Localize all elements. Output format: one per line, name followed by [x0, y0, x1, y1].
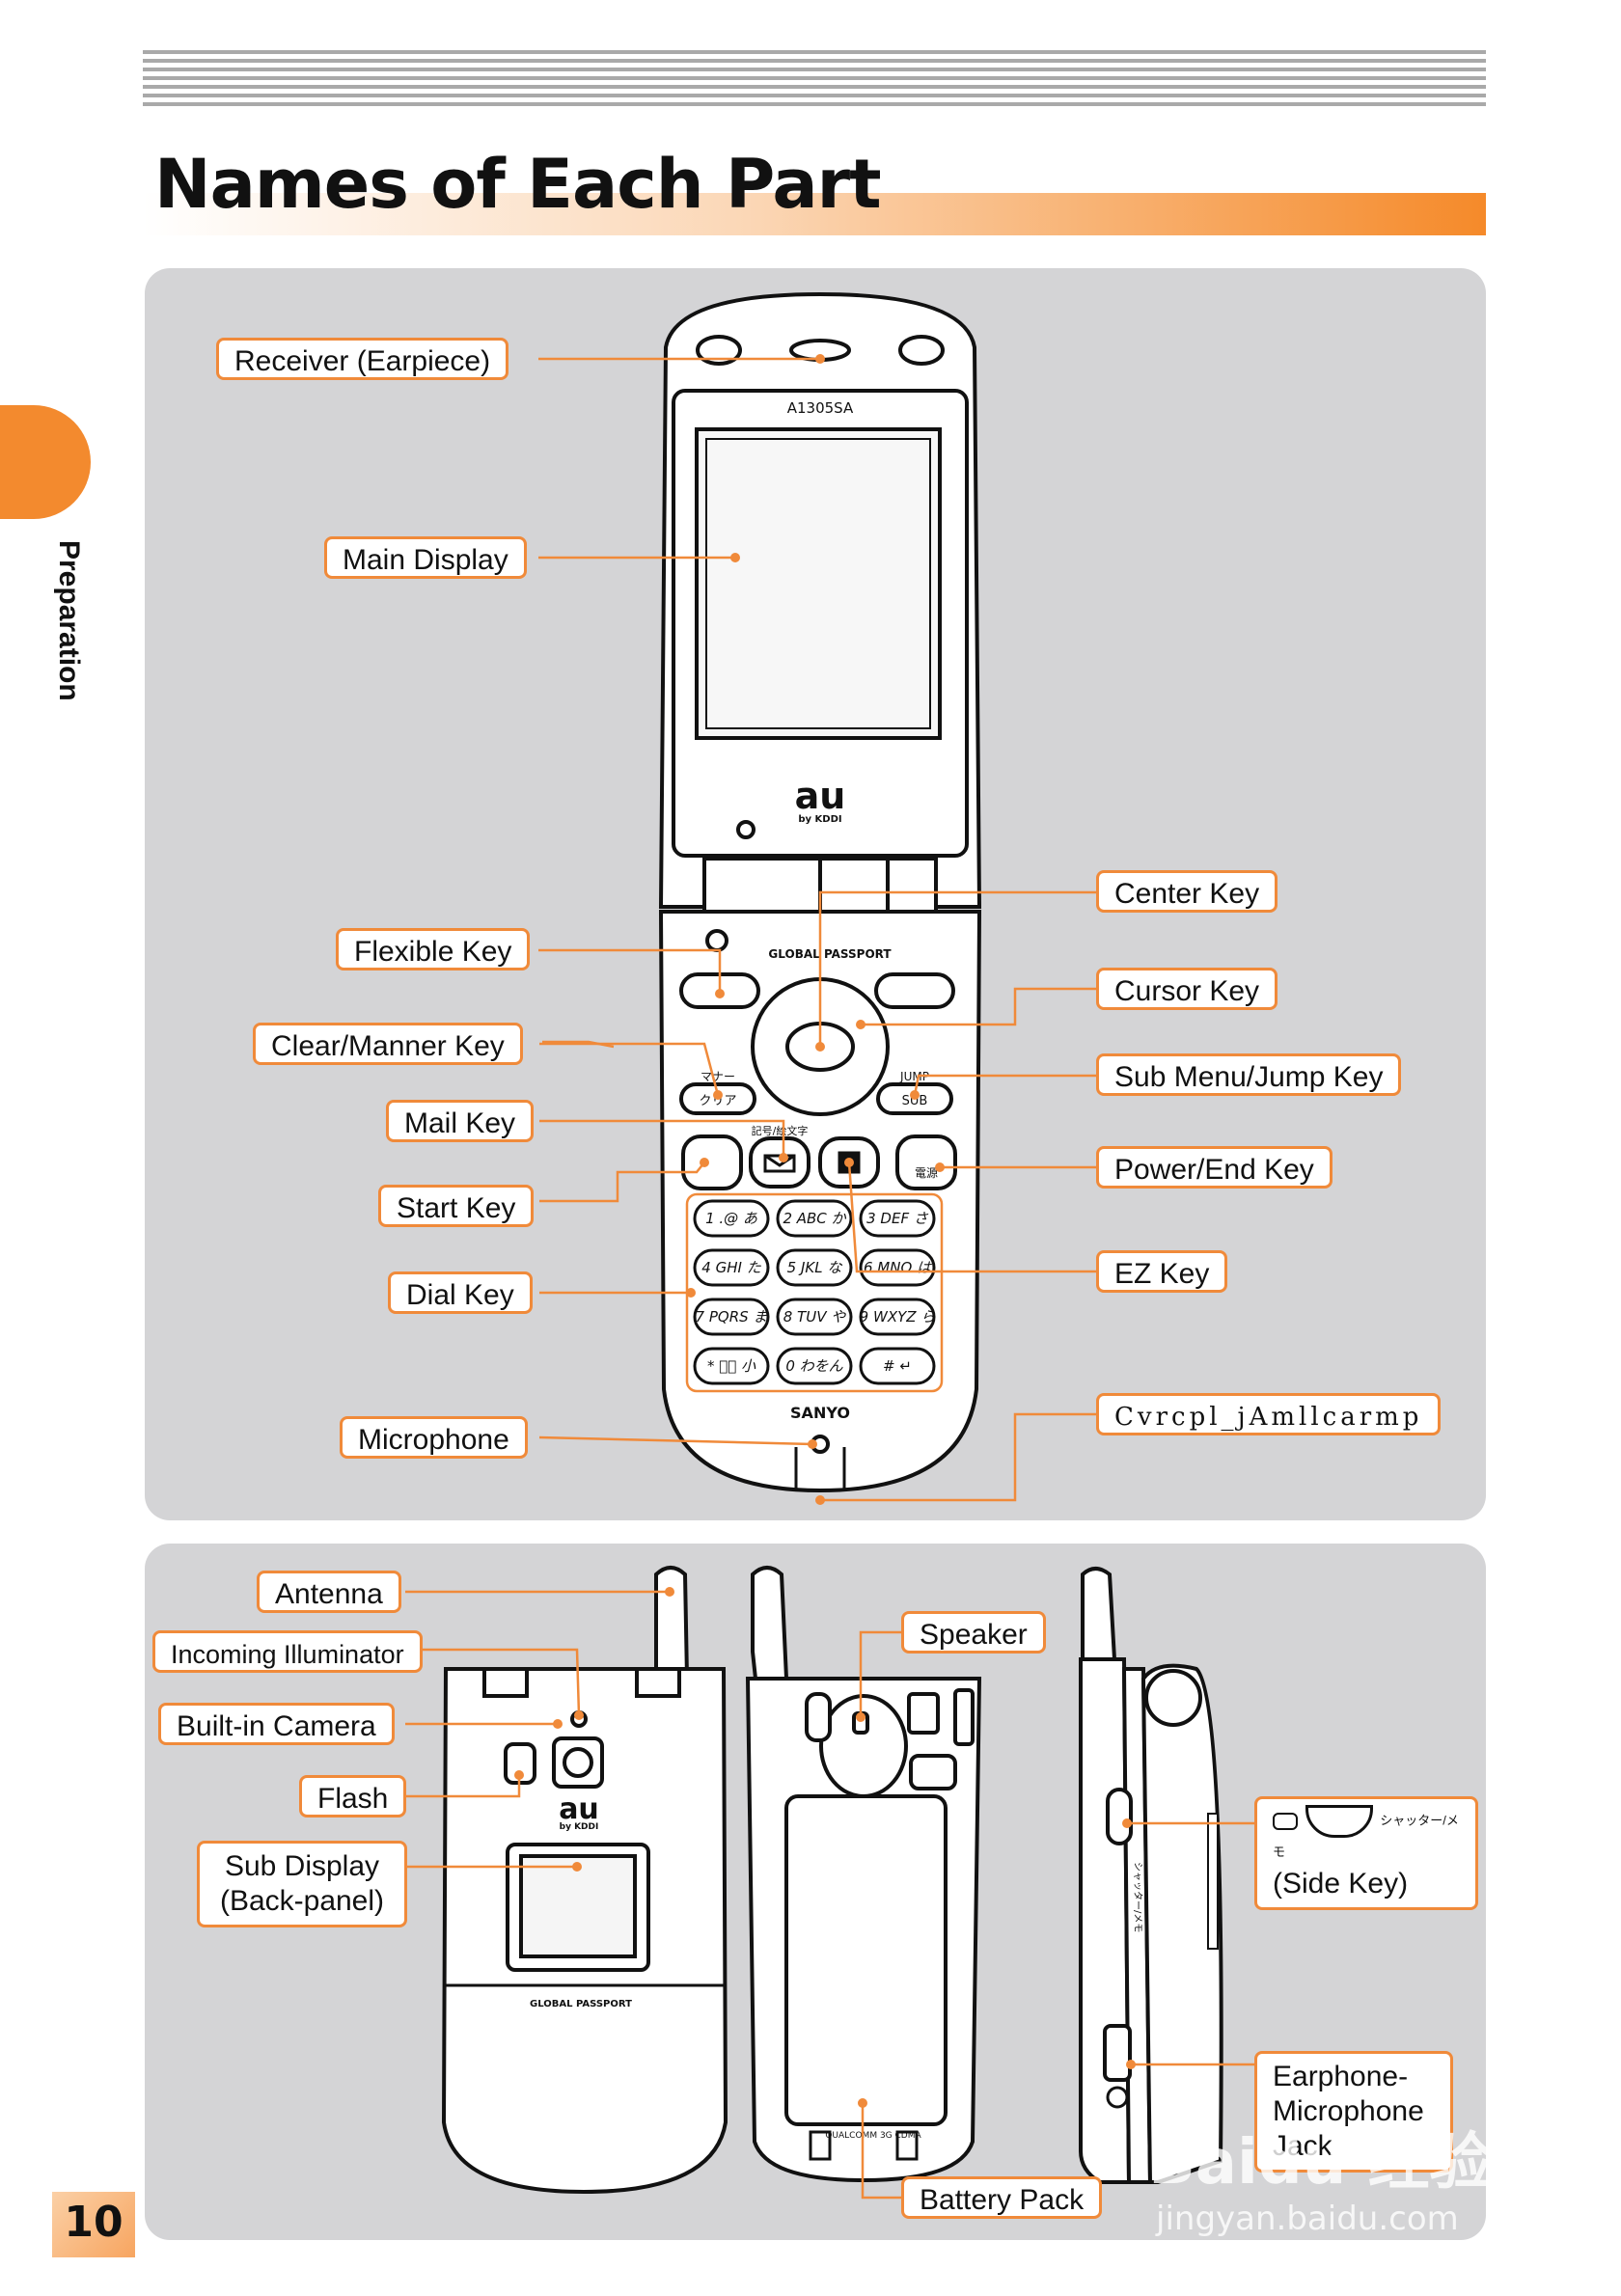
label-sub-display: Sub Display (Back-panel): [197, 1841, 407, 1927]
dial-key-0: 0 わをん: [785, 1357, 843, 1375]
camera-lens: [563, 1747, 593, 1778]
label-start-key: Start Key: [378, 1185, 535, 1227]
side-key-icon: [1106, 1788, 1133, 1845]
dial-key-star: * ﾞﾟ 小: [707, 1357, 756, 1375]
label-flexible-key: Flexible Key: [336, 928, 531, 970]
label-microphone: Microphone: [340, 1416, 528, 1459]
dial-key-8: 8 TUV や: [783, 1308, 846, 1326]
label-antenna: Antenna: [257, 1571, 401, 1613]
dial-key-7: 7 PQRS ま: [696, 1308, 769, 1326]
sub-display-screen: [519, 1854, 637, 1958]
side-shutter-text: シャッター/メモ: [1132, 1862, 1143, 1932]
label-cursor-key: Cursor Key: [1096, 968, 1278, 1010]
side-hinge: [1144, 1669, 1202, 1727]
flexible-key-right: [874, 972, 955, 1009]
jump-text: JUMP: [899, 1070, 929, 1083]
dial-key-1: 1 .@ あ: [705, 1210, 757, 1227]
title-underline-bar: [143, 193, 1486, 235]
label-speaker: Speaker: [901, 1611, 1046, 1654]
label-clear-manner-key: Clear/Manner Key: [253, 1023, 523, 1065]
page-number: 10: [64, 2198, 124, 2247]
section-tab: [0, 405, 91, 519]
model-text: A1305SA: [787, 399, 854, 417]
label-mail-key: Mail Key: [386, 1100, 535, 1142]
label-sub-menu-jump-key: Sub Menu/Jump Key: [1096, 1053, 1402, 1096]
watermark-main: Baidu 经验: [1148, 2127, 1492, 2199]
battery-pack: [784, 1794, 948, 2126]
dial-key-2: 2 ABC か: [783, 1210, 846, 1227]
dial-key-bracket: [685, 1192, 944, 1393]
side-key-glyph: シャッター/メモ: [1273, 1813, 1459, 1859]
dial-key-9: 9 WXYZ ら: [860, 1308, 936, 1326]
clear-key-text: クリア: [699, 1094, 736, 1108]
sanyo-text: SANYO: [790, 1404, 850, 1422]
label-power-end-key: Power/End Key: [1096, 1146, 1333, 1189]
dial-key-5: 5 JKL な: [787, 1259, 843, 1276]
label-center-key: Center Key: [1096, 870, 1278, 913]
kigou-text: 記号/絵文字: [752, 1124, 809, 1137]
back-global-passport: GLOBAL PASSPORT: [530, 1999, 632, 2009]
power-key-icon: [895, 1134, 957, 1190]
back-au-logo: au: [559, 1792, 599, 1826]
power-key-text: 電源: [915, 1166, 938, 1180]
page-number-box: 10: [52, 2192, 135, 2257]
au-logo: au: [795, 775, 846, 817]
dial-key-3: 3 DEF さ: [866, 1210, 929, 1227]
side-antenna: [1081, 1567, 1117, 1661]
watermark-sub: jingyan.baidu.com: [1156, 2200, 1459, 2238]
dial-key-hash: # ↵: [883, 1357, 912, 1375]
label-main-display: Main Display: [324, 536, 527, 579]
side-key-glyph-row: シャッター/メモ: [1273, 1805, 1460, 1867]
label-side-key-box: シャッター/メモ (Side Key): [1254, 1796, 1478, 1910]
au-logo-sub: by KDDI: [798, 814, 841, 825]
page-title: Names of Each Part: [154, 145, 882, 224]
dial-key-4: 4 GHI た: [701, 1259, 761, 1276]
speaker-grill: [819, 1694, 908, 1798]
main-display-screen: [695, 427, 942, 740]
mail-key-icon: [749, 1136, 810, 1189]
back-au-logo-sub: by KDDI: [560, 1822, 599, 1832]
label-flash: Flash: [299, 1775, 407, 1818]
label-ez-key: EZ Key: [1096, 1250, 1228, 1293]
side-key-text: (Side Key): [1273, 1868, 1409, 1900]
start-key-icon: [681, 1134, 743, 1190]
back-antenna: [654, 1566, 690, 1681]
sub-key-text: SUB: [902, 1094, 928, 1108]
dial-pad: [693, 1199, 936, 1385]
side-shell-flip: [1140, 1663, 1223, 2184]
label-garbled: Cvrcpl_jAmllcarmp: [1096, 1393, 1442, 1435]
dial-key-6: 6 MNO は: [864, 1259, 932, 1276]
label-builtin-camera: Built-in Camera: [158, 1703, 395, 1745]
global-passport-text: GLOBAL PASSPORT: [768, 947, 892, 961]
label-receiver: Receiver (Earpiece): [216, 338, 509, 380]
rear-antenna: [751, 1566, 789, 1681]
qualcomm-text: QUALCOMM 3G CDMA: [825, 2131, 921, 2141]
side-key-lamp-icon: [1273, 1813, 1298, 1830]
side-key-button-icon: [1305, 1805, 1373, 1838]
header-stripes: [143, 50, 1486, 112]
label-incoming-illuminator: Incoming Illuminator: [152, 1630, 423, 1673]
label-dial-key: Dial Key: [388, 1271, 533, 1314]
earphone-jack-icon: [1103, 2024, 1132, 2082]
manner-text: マナー: [701, 1070, 735, 1083]
label-earphone-jack: Earphone-Microphone Jack: [1254, 2051, 1453, 2173]
label-battery-pack: Battery Pack: [901, 2176, 1103, 2219]
